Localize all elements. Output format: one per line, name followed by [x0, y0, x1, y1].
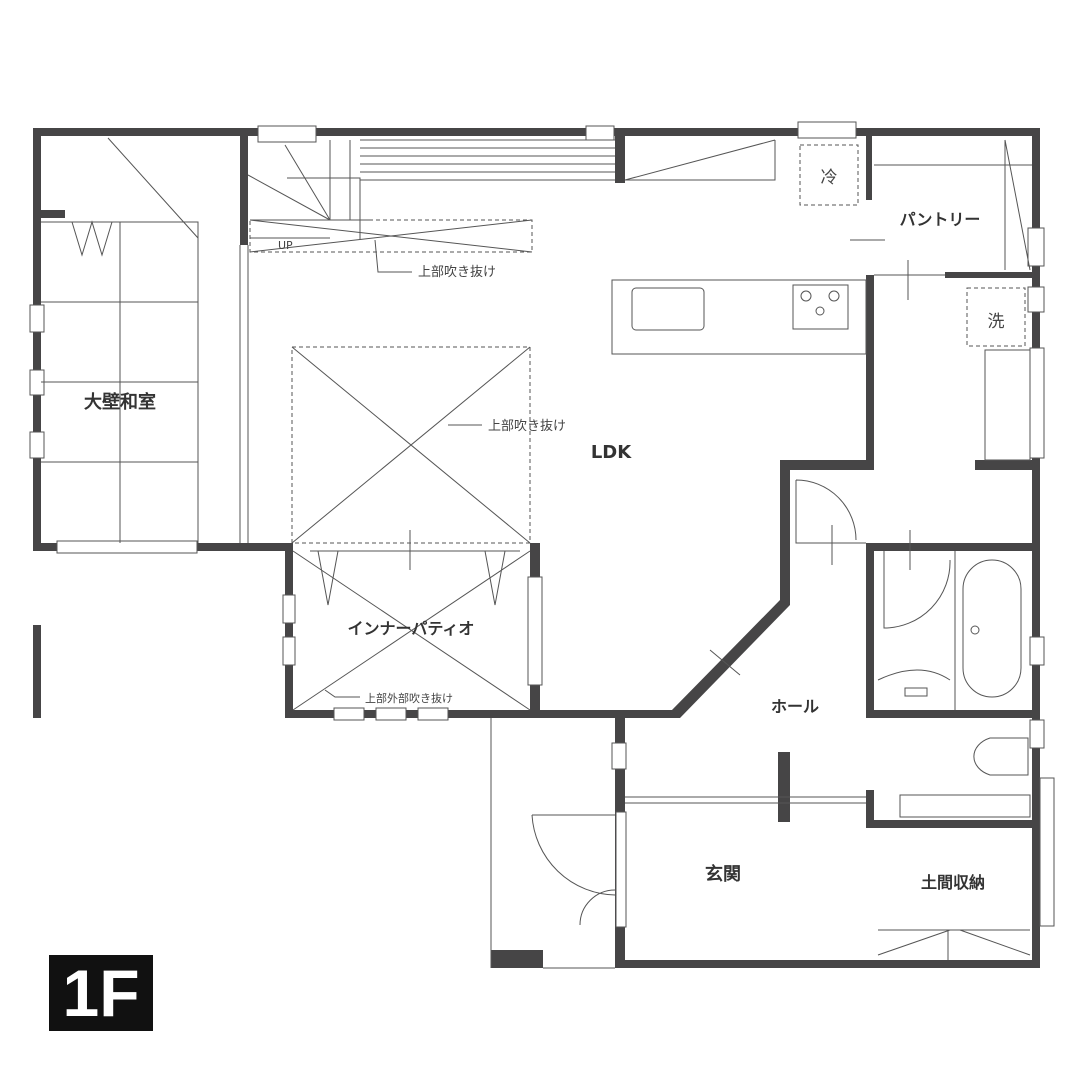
wall-top [33, 128, 1040, 136]
wall-washroom-bottom [975, 460, 1040, 470]
window [1039, 777, 1055, 927]
window [29, 431, 45, 459]
note-ldk-void: 上部吹き抜け [488, 418, 566, 434]
wall-toilet-stub [866, 790, 874, 828]
wall-pantry-left [866, 136, 872, 200]
window [1029, 347, 1045, 459]
window [257, 125, 317, 143]
sink-icon [631, 287, 705, 331]
window [1027, 227, 1045, 267]
window [611, 742, 627, 770]
stair-up-label: UP [278, 239, 293, 252]
window [527, 576, 543, 686]
wall-washitsu-top [33, 210, 65, 218]
window [333, 707, 365, 721]
room-label-hall: ホール [771, 697, 819, 716]
note-patio-void: 上部外部吹き抜け [365, 691, 453, 705]
window [417, 707, 449, 721]
stove-icon [792, 284, 849, 330]
wall-top-stub [615, 128, 625, 183]
window [1029, 636, 1045, 666]
window [797, 121, 857, 139]
window [29, 304, 45, 333]
labels: 大壁和室 LDK パントリー インナーパティオ ホール 玄関 土間収納 上部吹き… [84, 168, 1005, 892]
kitchen-counter [611, 279, 867, 355]
fridge-space [799, 144, 859, 206]
details [41, 137, 1032, 969]
window [1027, 286, 1045, 313]
room-label-patio: インナーパティオ [348, 619, 475, 638]
wall-hall-partition [778, 752, 790, 822]
window [1029, 719, 1045, 749]
washer-label: 洗 [988, 312, 1005, 332]
window [282, 594, 296, 624]
wall-kitchen-right [866, 275, 874, 470]
wall-bottom [615, 960, 1040, 968]
window [615, 811, 627, 928]
wall-bath-top [866, 543, 1040, 551]
wall-hall-left [780, 460, 790, 605]
wall-left-lower [33, 625, 41, 718]
room-label-washitsu: 大壁和室 [84, 391, 156, 413]
floor-badge: 1F [49, 955, 153, 1031]
window [282, 636, 296, 666]
window [585, 125, 615, 141]
wall-stair [240, 128, 248, 245]
wall-pantry-bottom [945, 272, 1032, 278]
room-label-pantry: パントリー [900, 210, 981, 229]
wall-bath-bottom [866, 710, 1040, 718]
wall-patio-left [285, 543, 293, 718]
window [56, 540, 198, 554]
room-label-ldk: LDK [591, 442, 632, 463]
vanity [984, 349, 1031, 461]
note-stair-void: 上部吹き抜け [418, 264, 496, 280]
windows [29, 121, 1055, 928]
bathtub [962, 559, 1022, 698]
room-label-doma-storage: 土間収納 [921, 873, 985, 892]
window [375, 707, 407, 721]
wall-diagonal [670, 600, 790, 718]
wall-left [33, 128, 41, 551]
wall-toilet-bottom [866, 820, 1040, 828]
wall-hall-top [780, 460, 874, 470]
fridge-label: 冷 [821, 168, 838, 188]
washer-space [966, 287, 1026, 347]
wall-patio-bottom [285, 710, 680, 718]
wall-bath-left [866, 543, 874, 718]
wall-porch-block [491, 950, 543, 968]
room-label-genkan: 玄関 [705, 863, 741, 885]
